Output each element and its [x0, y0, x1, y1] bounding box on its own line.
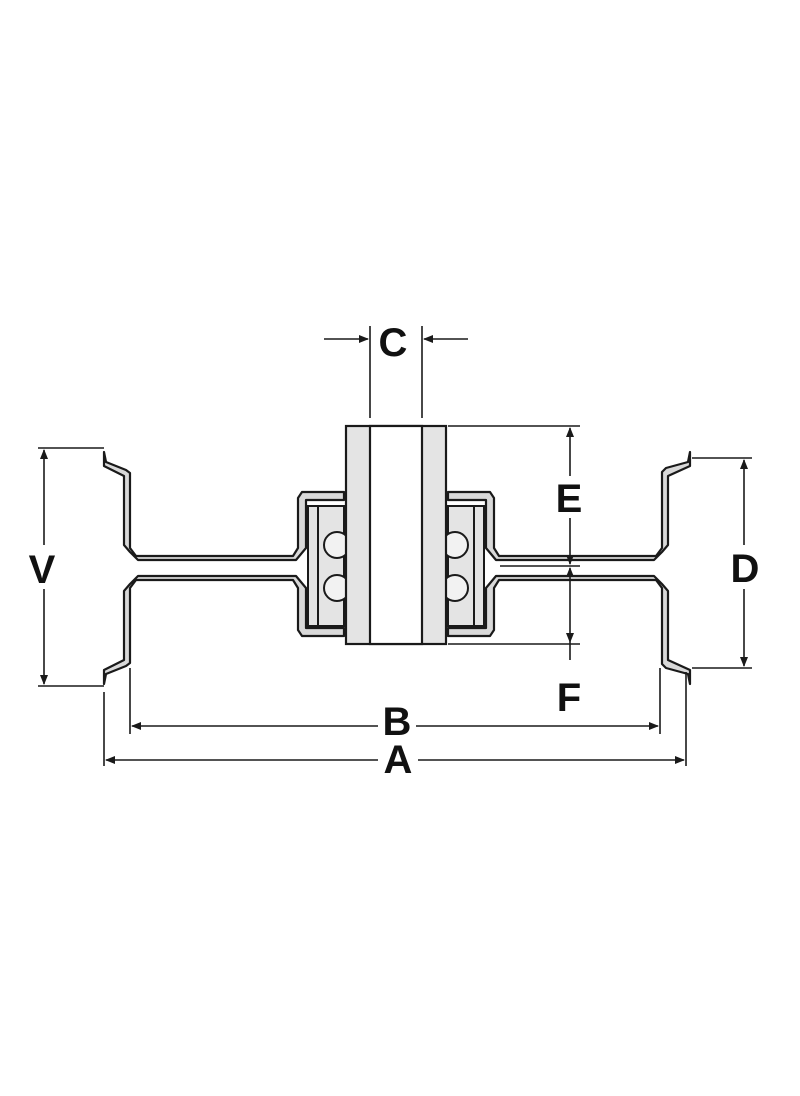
label-e: E: [556, 477, 583, 521]
hub-sleeve: [344, 424, 448, 646]
label-d: D: [731, 547, 760, 591]
label-f: F: [557, 676, 581, 720]
upper-pulley-half-right: [446, 450, 692, 562]
label-a: A: [384, 738, 413, 782]
pulley-body: [102, 450, 692, 686]
upper-pulley-half: [102, 450, 346, 562]
lower-pulley-half: [102, 574, 346, 686]
dimension-labels: C E F D V B A: [24, 321, 766, 782]
extension-lines: [38, 326, 752, 766]
bearing-race-right: [447, 505, 485, 627]
label-c: C: [379, 321, 408, 365]
label-v: V: [29, 548, 56, 592]
label-b: B: [383, 700, 412, 744]
bearing-race-left: [307, 505, 345, 627]
bearing-assembly: [307, 505, 485, 627]
lower-pulley-half-right: [446, 574, 692, 686]
